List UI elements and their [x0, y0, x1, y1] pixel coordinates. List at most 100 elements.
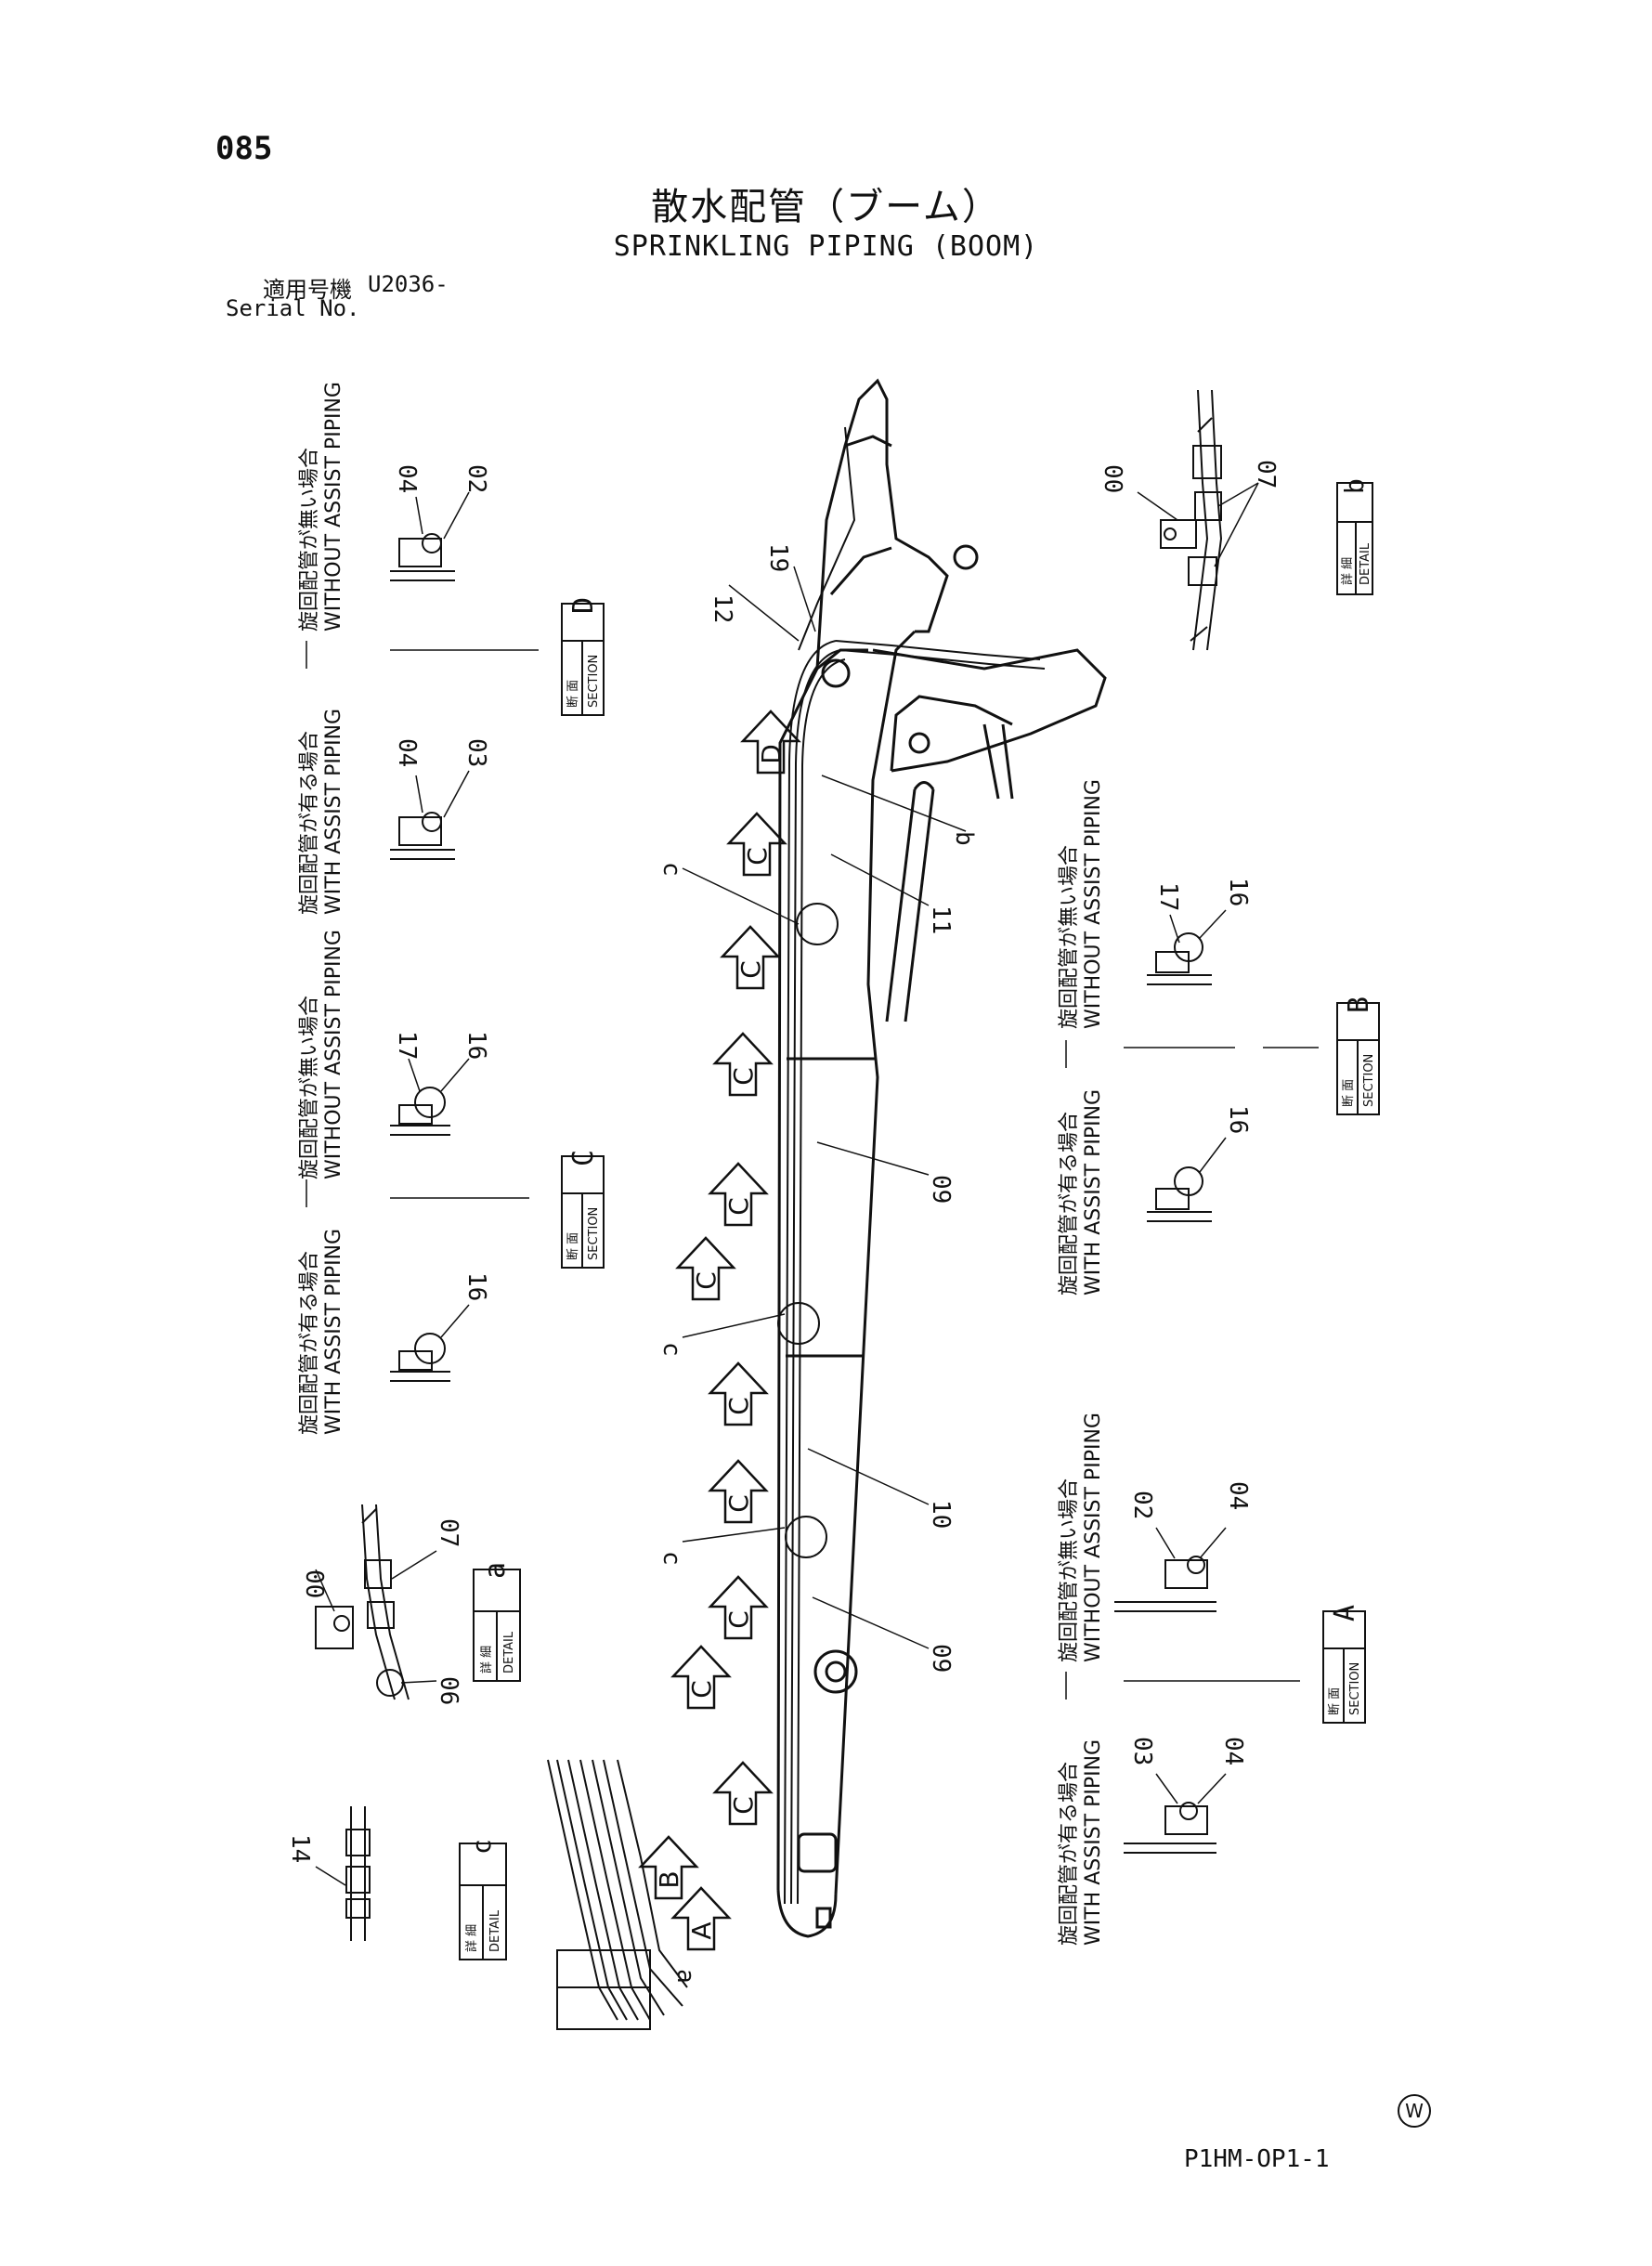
part-number-04: 04: [1219, 1737, 1247, 1765]
detail-c-drawing: [345, 1806, 371, 1941]
part-number-07: 07: [1252, 460, 1280, 488]
detail-letter-c: c: [657, 1551, 685, 1566]
part-number-04: 04: [393, 738, 421, 767]
sprinkling-pipes: [777, 426, 1046, 1905]
section-letter-b: B: [1343, 996, 1375, 1013]
left-condition-labels: 旋回配管が無い場合 WITHOUT ASSIST PIPING 旋回配管が有る場…: [298, 382, 345, 1435]
section-box-ja: 断 面: [1328, 1687, 1342, 1715]
detail-box-en: DETAIL: [1359, 542, 1372, 585]
part-number-03: 03: [462, 738, 490, 767]
detail-box-ja: 詳 細: [464, 1924, 479, 1952]
serial-value: U2036-: [368, 271, 449, 297]
section-a-drawings: [1114, 1556, 1216, 1854]
right-dividers: [1065, 1040, 1319, 1700]
with-en-a: WITH ASSIST PIPING: [1082, 1739, 1105, 1946]
without-ja-a: 旋回配管が無い場合: [1058, 1478, 1081, 1662]
arrow-letter-c: C: [723, 1610, 754, 1629]
right-condition-labels: 旋回配管が無い場合 WITHOUT ASSIST PIPING 旋回配管が有る場…: [1058, 779, 1105, 1946]
hose-cluster: [547, 1759, 688, 2030]
part-number-02: 02: [1128, 1491, 1156, 1519]
arrow-letter-d: D: [756, 744, 787, 764]
left-dividers: [306, 641, 539, 1207]
arrow-letter-c: C: [735, 960, 766, 979]
part-number-00: 00: [1099, 464, 1126, 493]
part-number-16: 16: [462, 1272, 490, 1301]
title-japanese: 散水配管（ブーム）: [651, 186, 1001, 228]
part-number-16: 16: [1224, 1105, 1252, 1134]
arrow-letter-c: C: [728, 1796, 759, 1815]
detail-a-drawing: [315, 1504, 410, 1700]
with-en-c: WITH ASSIST PIPING: [322, 1229, 345, 1435]
arrow-letter-c: C: [723, 1197, 754, 1216]
with-ja-c: 旋回配管が有る場合: [298, 1251, 321, 1435]
view-arrows: [639, 710, 800, 1951]
section-c-label: [561, 1155, 605, 1269]
part-number-12: 12: [709, 594, 736, 623]
with-en-d: WITH ASSIST PIPING: [322, 709, 345, 915]
part-number-16: 16: [462, 1031, 490, 1060]
without-en-d: WITHOUT ASSIST PIPING: [322, 382, 345, 632]
part-number-07: 07: [435, 1518, 462, 1547]
section-b-label: [1336, 1002, 1380, 1115]
without-en-b: WITHOUT ASSIST PIPING: [1082, 779, 1105, 1029]
circled-w-mark: W: [1398, 2094, 1431, 2128]
section-box-ja: 断 面: [1342, 1079, 1356, 1107]
detail-c-label: [459, 1843, 507, 1960]
section-d-label: [561, 603, 605, 716]
detail-letter-c: c: [466, 1839, 497, 1855]
detail-letter-a: a: [479, 1562, 512, 1579]
with-ja-d: 旋回配管が有る場合: [298, 731, 321, 915]
part-number-02: 02: [462, 464, 490, 493]
detail-letter-c: c: [657, 1342, 685, 1357]
part-number-09: 09: [927, 1644, 955, 1673]
section-box-ja: 断 面: [566, 680, 580, 708]
detail-a-label: [473, 1569, 521, 1682]
leader-lines: [682, 566, 967, 1649]
footer-code: P1HM-OP1-1: [1184, 2145, 1330, 2173]
arrow-letter-c: C: [686, 1680, 717, 1699]
part-number-03: 03: [1128, 1737, 1156, 1765]
part-number-00: 00: [300, 1569, 328, 1598]
title-english: SPRINKLING PIPING (BOOM): [613, 230, 1039, 263]
section-b-drawings: [1147, 932, 1212, 1222]
section-box-en: SECTION: [587, 655, 601, 708]
detail-letter-b: b: [1339, 478, 1370, 494]
part-number-16: 16: [1224, 878, 1252, 906]
section-a-label: [1322, 1610, 1366, 1724]
section-c-drawings: [390, 1087, 450, 1382]
part-number-17: 17: [393, 1031, 421, 1060]
arrow-letter-c: C: [723, 1397, 754, 1415]
detail-b-leaders: [1137, 482, 1259, 567]
detail-letter-c: c: [657, 862, 685, 877]
without-ja-d: 旋回配管が無い場合: [298, 448, 321, 632]
view-arrow-letters: D C C C C C C C C C C B A: [654, 744, 787, 1939]
with-ja-b: 旋回配管が有る場合: [1058, 1112, 1081, 1296]
arrow-letter-b: B: [654, 1870, 684, 1888]
detail-letter-b: b: [950, 831, 978, 846]
detail-b-drawing: [1160, 389, 1223, 651]
serial-label-english: Serial No.: [226, 295, 360, 321]
section-letter-d: D: [567, 597, 600, 614]
part-number-04: 04: [1224, 1481, 1252, 1510]
detail-box-ja: 詳 細: [479, 1646, 494, 1673]
part-number-04: 04: [393, 464, 421, 493]
detail-box-en: DETAIL: [502, 1631, 516, 1673]
without-ja-c: 旋回配管が無い場合: [298, 996, 321, 1179]
section-d-drawings: [390, 533, 455, 860]
section-letter-a: A: [1329, 1605, 1361, 1621]
part-number-09: 09: [927, 1175, 955, 1204]
section-letter-c: C: [567, 1150, 600, 1166]
section-box-ja: 断 面: [566, 1232, 580, 1260]
detail-letter-a: a: [671, 1969, 699, 1984]
detail-box-ja: 詳 細: [1340, 557, 1355, 585]
section-box-en: SECTION: [1348, 1662, 1362, 1715]
with-en-b: WITH ASSIST PIPING: [1082, 1089, 1105, 1296]
without-ja-b: 旋回配管が無い場合: [1058, 845, 1081, 1029]
arrow-letter-c: C: [742, 847, 773, 866]
section-box-en: SECTION: [1362, 1054, 1376, 1107]
part-number-14: 14: [286, 1834, 314, 1863]
detail-box-en: DETAIL: [488, 1909, 502, 1952]
page-number: 085: [215, 130, 273, 167]
arrow-letter-c: C: [728, 1067, 759, 1086]
